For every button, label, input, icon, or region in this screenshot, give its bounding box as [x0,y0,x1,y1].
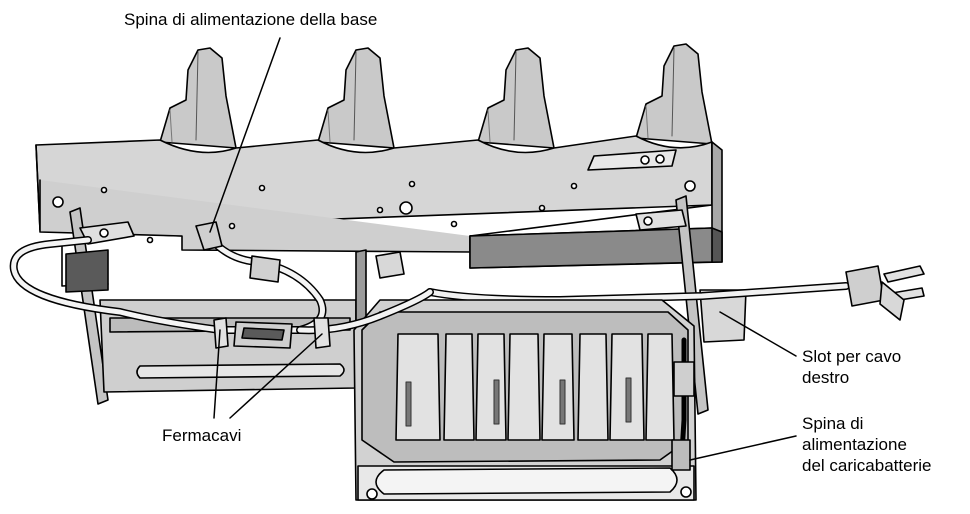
label-right-cable-slot-line-2: destro [802,368,850,387]
label-cable-ties: Fermacavi [162,426,242,445]
leader-tie-right [229,333,323,419]
cradle-slot-3 [477,47,555,149]
base-power-cable [9,221,434,349]
right-mounting-bracket [635,195,747,415]
label-base-power-plug: Spina di alimentazione della base [124,10,378,29]
leader-charger-plug [689,435,797,461]
label-charger-power-plug-line-3: del caricabatterie [802,456,932,475]
cradle-slot-2 [317,47,395,149]
label-charger-power-plug-line-1: Spina di [802,414,864,433]
cradle-slot-1 [159,47,237,149]
leader-right-slot [719,311,797,357]
charger-base [35,135,723,269]
battery-charger [353,299,697,501]
leader-tie-left [213,329,221,419]
label-charger-power-plug: Spina di alimentazione del caricabatteri… [802,413,931,476]
leader-base-plug [209,37,281,233]
callout-leaders [209,37,797,461]
label-right-cable-slot-line-1: Slot per cavo [802,347,902,366]
cradle-slot-4 [635,43,713,145]
label-right-cable-slot: Slot per cavo destro [802,346,901,388]
label-charger-power-plug-line-2: alimentazione [802,435,907,454]
